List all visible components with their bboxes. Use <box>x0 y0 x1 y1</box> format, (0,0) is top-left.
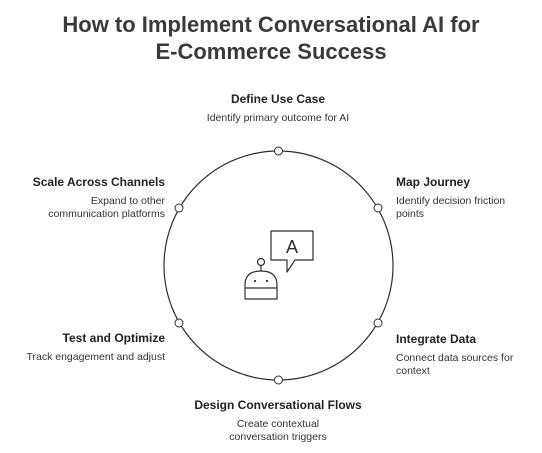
step-title: Map Journey <box>396 175 471 189</box>
step-description: Track engagement and adjust <box>26 351 165 363</box>
step-title: Scale Across Channels <box>32 175 165 189</box>
node-define-use-case <box>274 146 283 156</box>
step-design-flows: Design Conversational Flows Create conte… <box>188 398 368 444</box>
title-line-2: E-Commerce Success <box>155 39 387 64</box>
node-scale-channels <box>174 203 184 213</box>
step-description: Create contextual conversation triggers <box>229 418 327 443</box>
chatbot-icon: A <box>244 230 314 300</box>
step-description: Identify primary outcome for AI <box>206 112 350 124</box>
step-test-optimize: Test and Optimize Track engagement and a… <box>10 331 165 364</box>
step-title: Integrate Data <box>396 332 477 346</box>
step-title: Define Use Case <box>230 92 326 106</box>
step-map-journey: Map Journey Identify decision friction p… <box>396 175 526 221</box>
step-title: Design Conversational Flows <box>194 398 362 412</box>
step-description: Connect data sources for context <box>396 352 514 377</box>
antenna-icon <box>256 257 266 267</box>
step-scale-channels: Scale Across Channels Expand to other co… <box>10 175 165 221</box>
node-integrate-data <box>373 318 383 328</box>
node-map-journey <box>373 203 383 213</box>
node-design-flows <box>274 375 283 385</box>
step-description: Expand to other communication platforms <box>48 195 165 220</box>
step-title: Test and Optimize <box>62 331 165 345</box>
step-description: Identify decision friction points <box>396 195 506 220</box>
step-integrate-data: Integrate Data Connect data sources for … <box>396 332 526 378</box>
robot-head-icon <box>244 270 278 300</box>
node-test-optimize <box>174 318 184 328</box>
page-title: How to Implement Conversational AI for E… <box>0 11 542 65</box>
title-line-1: How to Implement Conversational AI for <box>62 12 480 37</box>
bubble-letter: A <box>286 237 298 257</box>
cycle-ring <box>163 150 394 381</box>
step-define-use-case: Define Use Case Identify primary outcome… <box>198 92 358 125</box>
speech-bubble-icon <box>270 230 314 273</box>
